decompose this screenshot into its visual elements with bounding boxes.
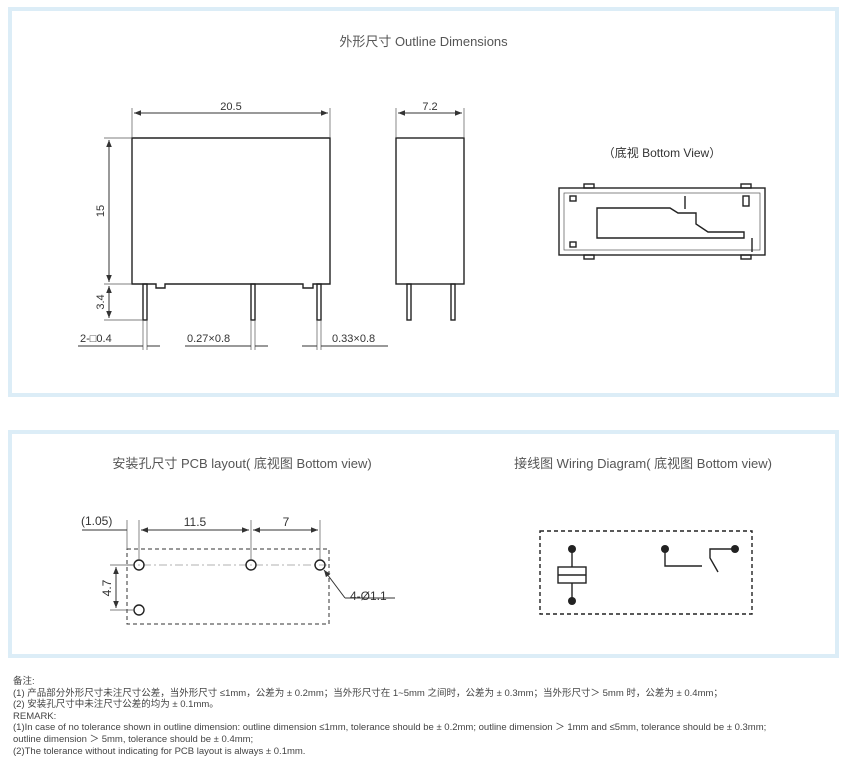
notes-line: (2) 安装孔尺寸中未注尺寸公差的均为 ± 0.1mm。 xyxy=(13,699,219,711)
remark-heading: REMARK: xyxy=(13,710,57,722)
remark-line: (1)In case of no tolerance shown in outl… xyxy=(13,722,767,734)
wiring-title: 接线图 Wiring Diagram( 底视图 Bottom view) xyxy=(514,456,772,471)
notes-line: (1) 产品部分外形尺寸未注尺寸公差，当外形尺寸 ≤1mm，公差为 ± 0.2m… xyxy=(13,687,723,699)
wiring-diagram xyxy=(539,530,753,615)
bottom-view-label: （底视 Bottom View） xyxy=(603,145,721,160)
pitch-v-dim: 4.7 xyxy=(100,579,114,596)
height-dim: 15 xyxy=(95,205,107,217)
pcb-title: 安装孔尺寸 PCB layout( 底视图 Bottom view) xyxy=(112,456,372,471)
pitch-b-dim: 7 xyxy=(283,515,290,529)
pin-length-dim: 3.4 xyxy=(95,294,107,309)
remark-line: outline dimension ＞ 5mm, tolerance shoul… xyxy=(13,733,254,745)
width-dim: 20.5 xyxy=(220,101,241,113)
pin-a-dim: 2-□0.4 xyxy=(80,333,112,345)
pcb-wiring-panel xyxy=(8,430,839,658)
front-view: 20.5 15 3.4 2-□0.4 0.27×0.8 0.33×0.8 xyxy=(78,101,388,350)
pitch-a-dim: 11.5 xyxy=(184,515,207,529)
pin-b-dim: 0.27×0.8 xyxy=(187,333,230,345)
outline-panel xyxy=(8,7,839,397)
depth-dim: 7.2 xyxy=(422,101,437,113)
remark-line: (2)The tolerance without indicating for … xyxy=(13,745,306,757)
pcb-hole xyxy=(133,604,145,616)
outline-title: 外形尺寸 Outline Dimensions xyxy=(339,34,508,49)
pin-c-dim: 0.33×0.8 xyxy=(332,333,375,345)
notes: 备注: (1) 产品部分外形尺寸未注尺寸公差，当外形尺寸 ≤1mm，公差为 ± … xyxy=(13,676,841,757)
offset-dim: (1.05) xyxy=(81,514,112,528)
pcb-layout: (1.05) 11.5 7 4.7 4-Ø1.1 xyxy=(81,514,395,625)
bottom-view: （底视 Bottom View） xyxy=(558,145,766,260)
notes-heading: 备注: xyxy=(13,676,35,687)
side-view: 7.2 xyxy=(395,101,465,321)
hole-dim: 4-Ø1.1 xyxy=(350,589,387,603)
